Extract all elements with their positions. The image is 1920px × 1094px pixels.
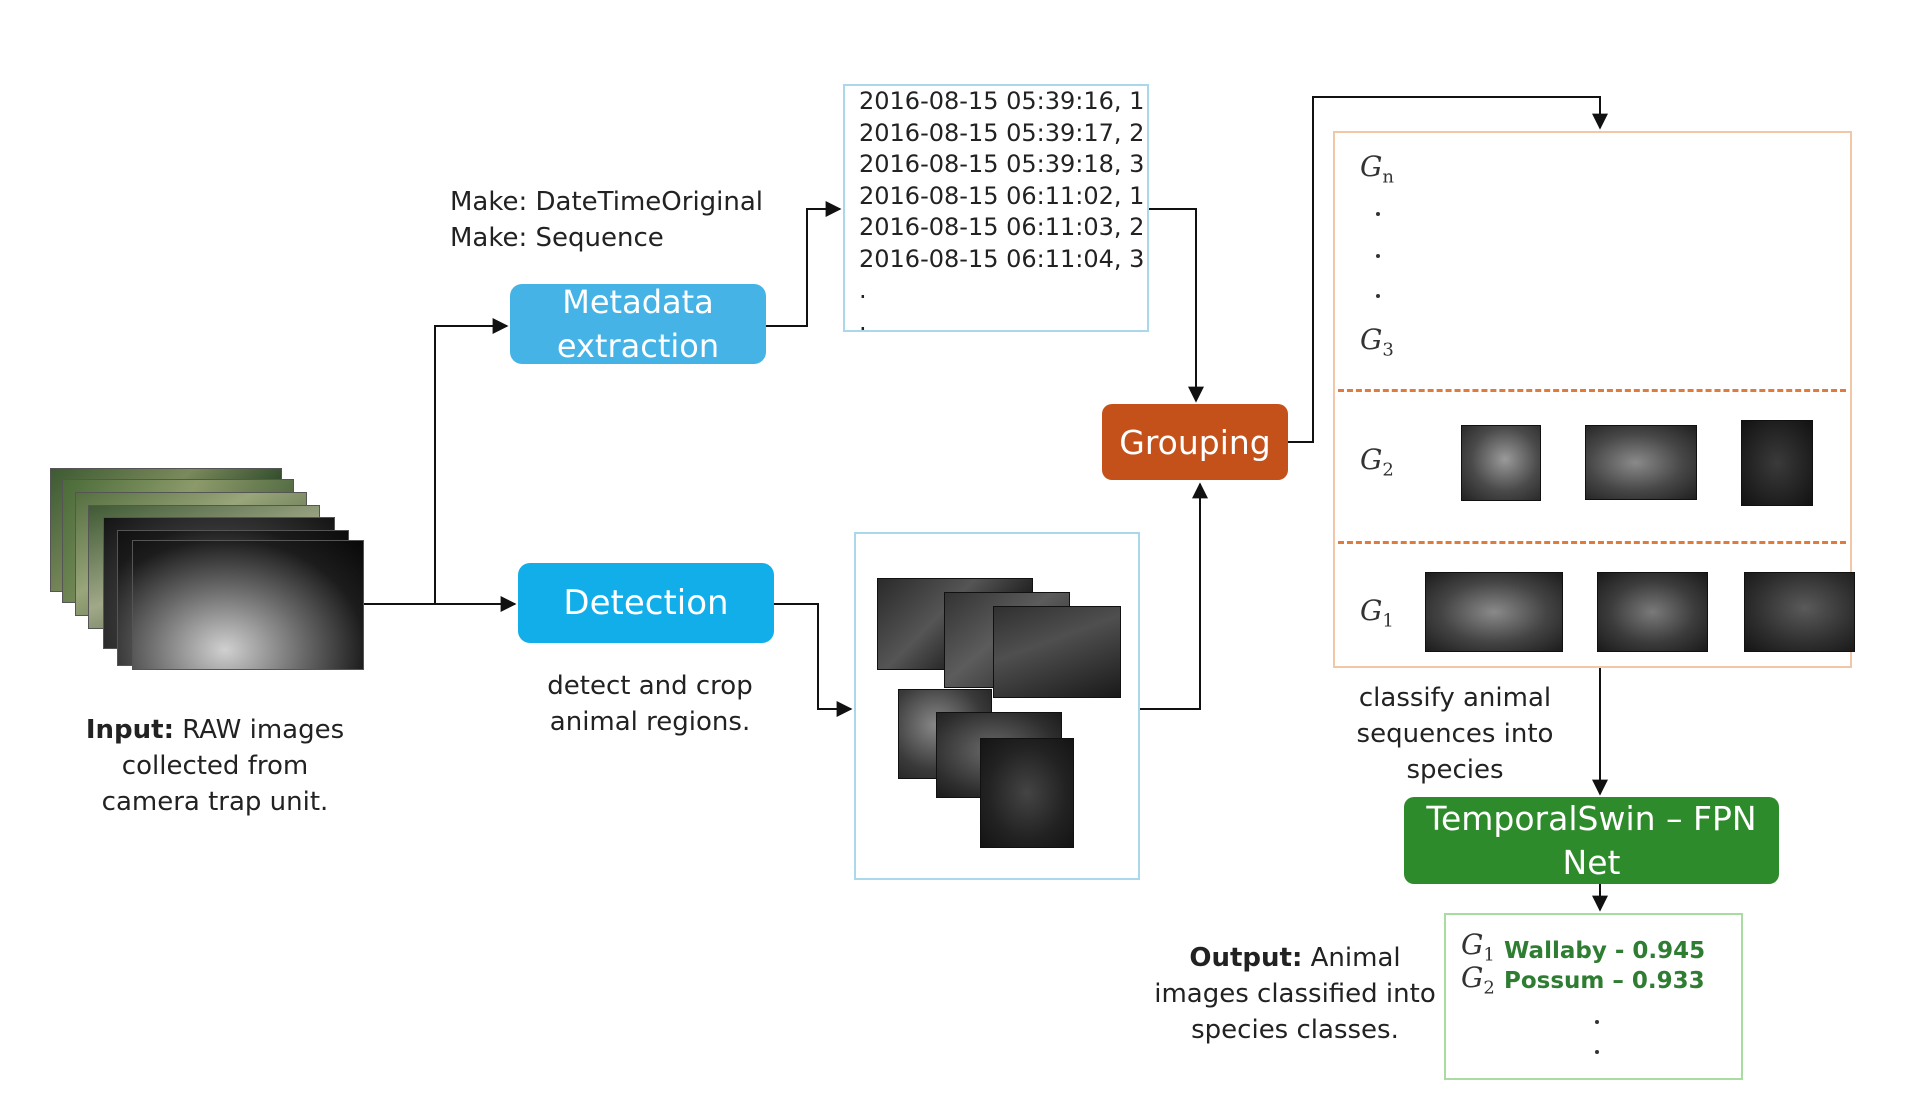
- metadata-extraction-node: Metadata extraction: [510, 283, 766, 365]
- crop-image: [980, 738, 1074, 848]
- vertical-ellipsis-dot: [1376, 254, 1380, 258]
- vertical-ellipsis-dot: [1376, 212, 1380, 216]
- result-group-label: G1: [1461, 928, 1495, 966]
- raw-image-front: [132, 540, 364, 670]
- cropped-regions-box: [854, 532, 1140, 880]
- group-g2-image: [1741, 420, 1813, 506]
- result-label: Wallaby - 0.945: [1504, 938, 1706, 964]
- sequence-record: 2016-08-15 05:39:17, 2: [859, 118, 1145, 147]
- group-label-g2: G2: [1360, 443, 1394, 481]
- ellipsis-dot: .: [859, 276, 867, 304]
- metadata-field-datetime: Make: DateTimeOriginal: [450, 187, 764, 217]
- detection-node: Detection: [518, 563, 774, 643]
- vertical-ellipsis-dot: [1376, 294, 1380, 298]
- grouping-node: Grouping: [1102, 404, 1288, 480]
- sequence-record: 2016-08-15 05:39:16, 1: [859, 87, 1145, 115]
- vertical-ellipsis-dot: [1595, 1020, 1599, 1024]
- arrow-records-to-grouping: [1149, 208, 1204, 403]
- input-caption: Input: RAW images collected from camera …: [85, 715, 345, 817]
- metadata-fields: Make: DateTimeOriginal Make: Sequence: [450, 184, 763, 256]
- group-g1-image: [1744, 572, 1855, 652]
- group-label-g3: G3: [1360, 323, 1394, 361]
- group-g1-image: [1425, 572, 1563, 652]
- sequence-record: 2016-08-15 06:11:04, 3: [859, 244, 1145, 273]
- arrow-grouping-to-groups: [1288, 96, 1608, 443]
- result-group-label: G2: [1461, 961, 1495, 999]
- group-g2-image: [1585, 425, 1697, 500]
- detection-caption: detect and crop animal regions.: [547, 671, 753, 737]
- group-label-g1: G1: [1360, 594, 1394, 632]
- vertical-ellipsis-dot: [1595, 1050, 1599, 1054]
- results-box: [1444, 913, 1743, 1080]
- sequence-record: 2016-08-15 05:39:18, 3: [859, 150, 1145, 178]
- group-label-gn: Gn: [1360, 150, 1394, 188]
- group-divider: [1338, 389, 1846, 392]
- group-g2-image: [1461, 425, 1541, 501]
- crop-image: [993, 606, 1121, 698]
- group-divider: [1338, 541, 1846, 544]
- groups-box: [1333, 131, 1852, 668]
- result-label: Possum – 0.933: [1504, 968, 1705, 994]
- arrow-metadata-to-records: [766, 201, 842, 327]
- sequence-record: 2016-08-15 06:11:03, 2: [859, 213, 1145, 241]
- metadata-field-sequence: Make: Sequence: [450, 223, 664, 253]
- sequence-records-box: 2016-08-15 05:39:16, 1 2016-08-15 05:39:…: [843, 84, 1149, 336]
- ellipsis-dot: .: [859, 307, 867, 336]
- group-g1-image: [1597, 572, 1708, 652]
- sequence-record: 2016-08-15 06:11:02, 1: [859, 181, 1145, 210]
- classify-caption: classify animal sequences into species: [1356, 683, 1554, 785]
- arrow-detection-to-crops: [774, 603, 853, 717]
- arrow-input-to-metadata: [434, 318, 509, 604]
- temporalswin-fpn-node: TemporalSwin – FPN Net: [1404, 797, 1779, 884]
- arrow-crops-to-grouping: [1140, 482, 1208, 710]
- output-caption: Output: Animal images classified into sp…: [1154, 943, 1436, 1045]
